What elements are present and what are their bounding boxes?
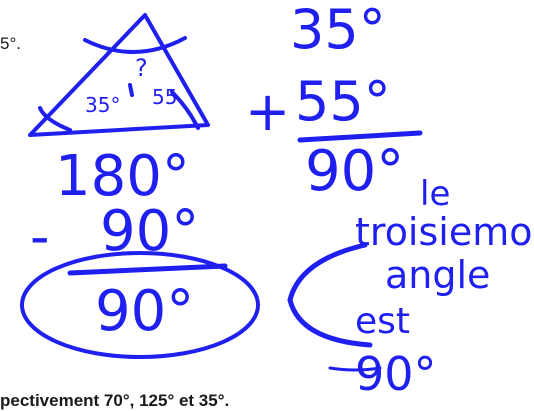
triangle-outline <box>28 13 210 137</box>
handwritten-minus: - <box>30 205 50 268</box>
sum-line <box>297 130 423 143</box>
handwritten-values: 35° + 55° ? 35° 55 180° 90° - 90° 90° le… <box>30 0 533 401</box>
subtraction-line <box>67 263 228 276</box>
handwritten-est: est <box>355 301 410 342</box>
arrow-left <box>287 242 373 348</box>
left-arc <box>38 106 72 132</box>
handwritten-angle: angle <box>385 253 490 297</box>
handwritten-answer-90: 90° <box>95 279 194 344</box>
typed-top-fragment: 5°. <box>0 34 21 53</box>
handwritten-180: 180° <box>55 144 190 209</box>
handwritten-question: ? <box>135 54 148 82</box>
right-cross-mark <box>170 90 200 130</box>
handwritten-note-90: 90° <box>355 347 437 401</box>
arithmetic-strokes <box>20 130 423 372</box>
triangle-sketch <box>28 13 210 137</box>
answer-circle <box>20 251 260 359</box>
unknown-angle-mark <box>128 83 134 97</box>
handwritten-le: le <box>420 174 450 214</box>
handwritten-sub-90: 90° <box>100 199 199 264</box>
note-underline <box>328 366 382 372</box>
handwritten-plus: + <box>245 80 290 143</box>
handwritten-inner-35: 35° <box>85 93 120 117</box>
handwritten-inner-55: 55 <box>152 85 177 109</box>
handwritten-35: 35° <box>290 0 386 61</box>
top-arc <box>83 36 187 54</box>
handwritten-sum-90: 90° <box>305 139 404 204</box>
handwritten-55: 55° <box>295 70 391 133</box>
handwritten-troisieme: troisiemo <box>355 210 533 254</box>
